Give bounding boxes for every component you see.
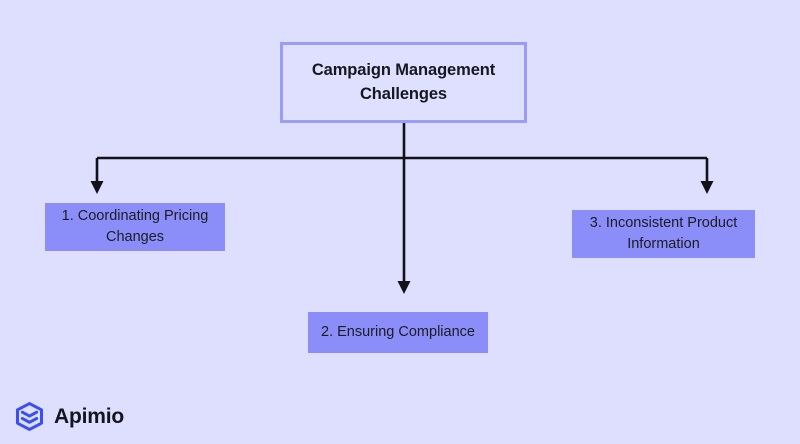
child-node-label: 2. Ensuring Compliance bbox=[321, 323, 475, 340]
center-arrowhead bbox=[397, 281, 411, 294]
apimio-cube-logo-icon bbox=[15, 402, 44, 431]
child-node-coordinating-pricing-changes[interactable]: 1. Coordinating Pricing Changes bbox=[45, 203, 225, 251]
brand-logo: Apimio bbox=[14, 401, 124, 432]
child-node-label: 1. Coordinating Pricing Changes bbox=[61, 207, 209, 245]
child-node-inconsistent-product-information[interactable]: 3. Inconsistent Product Information bbox=[572, 210, 755, 258]
root-node-label: Campaign Management Challenges bbox=[311, 61, 496, 103]
left-arrowhead bbox=[90, 181, 104, 194]
brand-name-label: Apimio bbox=[54, 405, 124, 428]
child-node-ensuring-compliance[interactable]: 2. Ensuring Compliance bbox=[308, 312, 488, 353]
root-node-campaign-management-challenges[interactable]: Campaign Management Challenges bbox=[280, 42, 527, 123]
child-node-label: 3. Inconsistent Product Information bbox=[589, 214, 738, 252]
right-arrowhead bbox=[700, 181, 714, 194]
